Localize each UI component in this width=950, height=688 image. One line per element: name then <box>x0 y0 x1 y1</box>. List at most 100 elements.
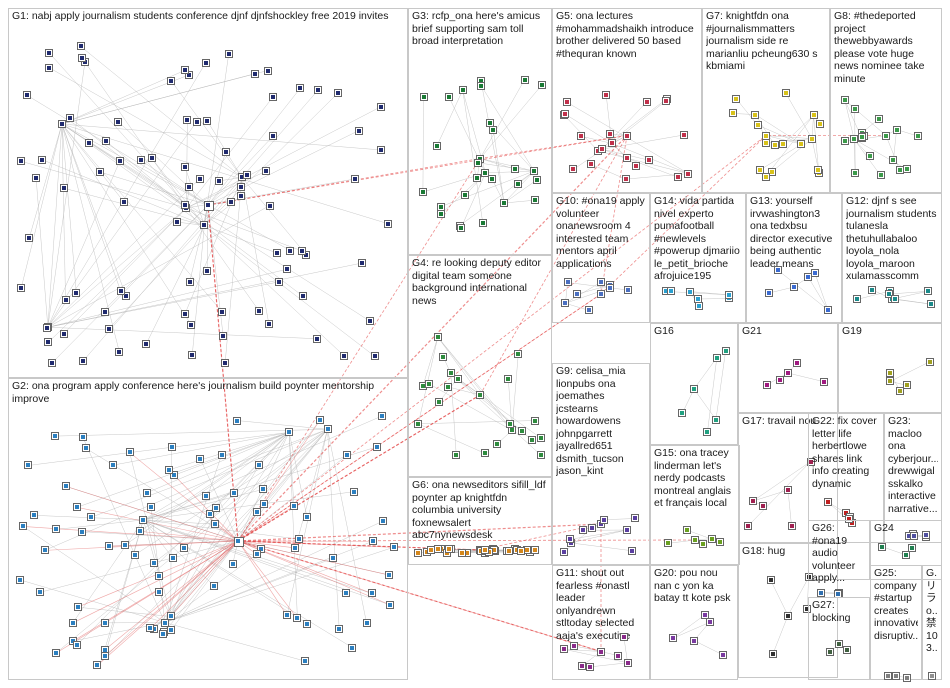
node[interactable] <box>350 175 359 184</box>
node[interactable] <box>623 131 631 140</box>
node[interactable] <box>614 651 623 660</box>
node[interactable] <box>530 167 539 176</box>
node[interactable] <box>754 121 763 130</box>
node[interactable] <box>59 184 68 193</box>
node[interactable] <box>291 543 300 552</box>
node[interactable] <box>721 346 730 355</box>
node[interactable] <box>751 110 760 119</box>
node[interactable] <box>453 374 462 383</box>
node[interactable] <box>531 545 539 554</box>
node[interactable] <box>928 671 936 680</box>
node[interactable] <box>101 307 110 316</box>
node[interactable] <box>810 268 819 277</box>
node[interactable] <box>902 673 911 682</box>
node[interactable] <box>192 117 201 126</box>
node[interactable] <box>61 482 70 491</box>
node[interactable] <box>293 614 302 623</box>
node[interactable] <box>865 152 874 161</box>
node[interactable] <box>566 535 575 544</box>
node[interactable] <box>724 290 733 299</box>
node[interactable] <box>40 546 49 555</box>
node[interactable] <box>131 550 140 559</box>
node[interactable] <box>187 321 196 330</box>
node[interactable] <box>712 353 721 362</box>
node[interactable] <box>210 520 219 529</box>
node[interactable] <box>16 157 25 166</box>
node[interactable] <box>533 175 542 184</box>
node[interactable] <box>761 172 770 181</box>
node[interactable] <box>150 558 159 567</box>
node[interactable] <box>236 183 245 192</box>
node[interactable] <box>927 300 936 309</box>
node[interactable] <box>180 200 189 209</box>
node[interactable] <box>348 643 357 652</box>
node[interactable] <box>269 92 278 101</box>
node[interactable] <box>303 513 312 522</box>
node[interactable] <box>770 141 779 150</box>
node[interactable] <box>265 201 274 210</box>
node[interactable] <box>433 545 442 554</box>
node[interactable] <box>84 139 93 148</box>
node[interactable] <box>188 351 197 360</box>
node[interactable] <box>481 546 490 555</box>
node[interactable] <box>23 91 32 100</box>
node[interactable] <box>803 604 812 613</box>
node[interactable] <box>537 451 546 460</box>
node[interactable] <box>850 135 859 144</box>
node[interactable] <box>167 76 176 85</box>
node[interactable] <box>217 451 226 460</box>
node[interactable] <box>642 97 651 106</box>
node[interactable] <box>255 307 264 316</box>
node[interactable] <box>632 161 641 170</box>
node[interactable] <box>622 526 631 535</box>
node[interactable] <box>202 491 211 500</box>
node[interactable] <box>72 289 81 298</box>
node[interactable] <box>493 439 501 448</box>
node[interactable] <box>414 548 423 557</box>
node[interactable] <box>683 526 692 535</box>
node[interactable] <box>43 323 52 332</box>
node[interactable] <box>167 443 176 451</box>
node[interactable] <box>703 428 712 437</box>
node[interactable] <box>446 369 455 378</box>
node[interactable] <box>335 624 344 633</box>
node[interactable] <box>576 132 585 141</box>
node[interactable] <box>104 324 113 333</box>
node[interactable] <box>790 283 798 291</box>
node[interactable] <box>354 126 363 135</box>
node[interactable] <box>38 155 47 164</box>
node[interactable] <box>922 531 931 540</box>
node[interactable] <box>559 548 568 557</box>
node[interactable] <box>158 630 167 639</box>
node[interactable] <box>923 287 932 296</box>
node[interactable] <box>685 287 694 296</box>
node[interactable] <box>77 527 86 536</box>
node[interactable] <box>624 286 633 295</box>
node[interactable] <box>895 165 904 174</box>
node[interactable] <box>892 672 900 680</box>
node[interactable] <box>600 515 609 524</box>
node[interactable] <box>370 352 379 361</box>
node[interactable] <box>224 49 233 58</box>
node[interactable] <box>667 286 676 295</box>
node[interactable] <box>910 532 919 541</box>
node[interactable] <box>296 84 305 93</box>
node[interactable] <box>536 434 545 443</box>
node[interactable] <box>774 266 783 275</box>
node[interactable] <box>201 58 210 67</box>
node[interactable] <box>815 119 824 128</box>
node[interactable] <box>584 306 593 315</box>
node[interactable] <box>896 387 905 395</box>
node[interactable] <box>505 547 514 556</box>
node[interactable] <box>100 651 109 660</box>
node[interactable] <box>24 461 33 470</box>
node[interactable] <box>419 93 428 102</box>
node[interactable] <box>19 522 28 531</box>
node[interactable] <box>269 131 278 140</box>
node[interactable] <box>823 305 832 314</box>
node[interactable] <box>343 450 352 459</box>
node[interactable] <box>76 42 85 51</box>
node[interactable] <box>116 287 125 296</box>
node[interactable] <box>160 618 169 627</box>
node[interactable] <box>902 165 911 174</box>
